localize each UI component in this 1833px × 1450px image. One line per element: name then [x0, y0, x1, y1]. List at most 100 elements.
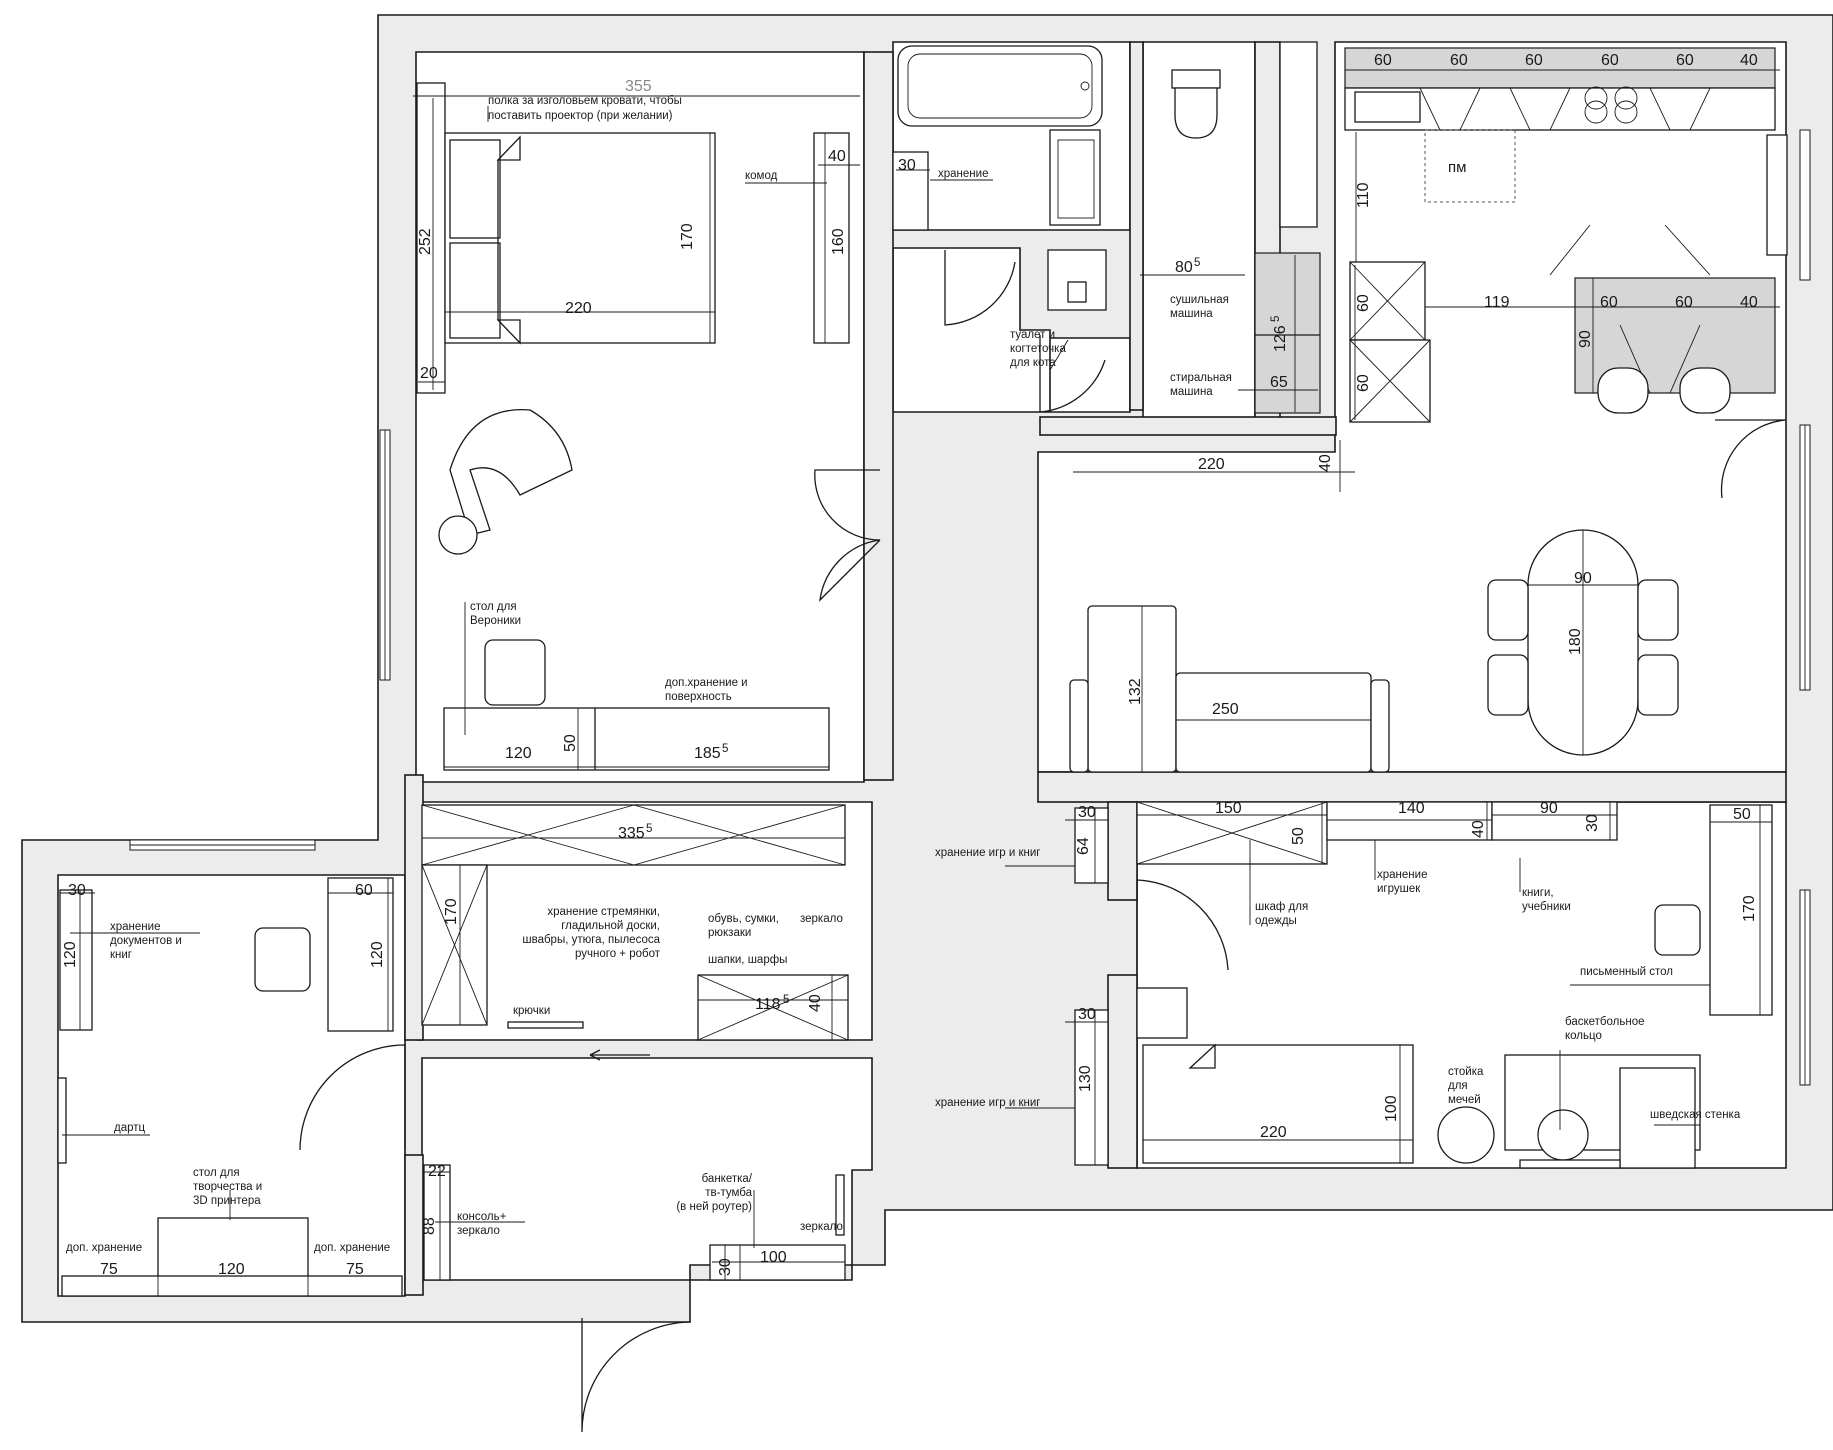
- hooks-rail: [507, 1021, 584, 1029]
- door-toilet: [1039, 335, 1106, 413]
- dim-value: 335: [618, 825, 645, 842]
- dim-value: 40: [1740, 52, 1758, 69]
- inner-wall-2: [1129, 41, 1144, 411]
- dim-value: 60: [1675, 294, 1693, 311]
- dim-value: 132: [1127, 678, 1144, 705]
- creative-label: стол для: [193, 1167, 240, 1179]
- sword-stand: [1437, 1106, 1495, 1164]
- ladder-label: хранение стремянки,: [547, 906, 660, 918]
- dim-value: 40: [1317, 454, 1334, 472]
- dresser: [813, 132, 850, 344]
- docs-label: книг: [110, 949, 132, 961]
- dining-chair: [1487, 654, 1529, 716]
- door-study: [299, 1044, 406, 1151]
- console-label: консоль+: [457, 1211, 507, 1223]
- hooks-label: крючки: [513, 1005, 550, 1017]
- dim-superscript: 5: [783, 994, 789, 1006]
- pillow: [449, 242, 501, 339]
- dining-chair: [1487, 579, 1529, 641]
- bottom-storage: [61, 1275, 403, 1297]
- extra-right-label: доп. хранение: [314, 1242, 390, 1254]
- creative-label: 3D принтера: [193, 1195, 261, 1207]
- dim-value: 90: [1574, 570, 1592, 587]
- dim-value: 30: [717, 1258, 734, 1276]
- washer-label: машина: [1170, 386, 1213, 398]
- basketball-label: кольцо: [1565, 1030, 1602, 1042]
- games-storage-label: хранение игр и книг: [935, 847, 1040, 859]
- door-bath: [944, 250, 1016, 326]
- mirror-bottom-label: зеркало: [800, 1221, 843, 1233]
- dim-value: 60: [1450, 52, 1468, 69]
- swords-label: стойка: [1448, 1066, 1484, 1078]
- door-entrance: [581, 1318, 691, 1433]
- kitchen-side-cabinet: [1766, 134, 1788, 256]
- annotations: полка за изголовьем кровати, чтобы поста…: [66, 95, 1741, 1254]
- wardrobe-label: одежды: [1255, 915, 1297, 927]
- dim-value: 100: [760, 1249, 787, 1266]
- tall-cabinet: [1279, 41, 1318, 228]
- dim-value: 120: [505, 745, 532, 762]
- toilet-label: для кота: [1010, 357, 1056, 369]
- dim-value: 64: [1075, 837, 1092, 855]
- mirror-bottom: [835, 1174, 845, 1236]
- chair: [484, 639, 546, 706]
- writing-desk: [1709, 804, 1773, 1016]
- dim-value: 110: [1355, 182, 1372, 208]
- desk-veronika-label: стол для: [470, 601, 517, 613]
- hob: [1584, 86, 1608, 110]
- books-shelf: [1491, 801, 1618, 841]
- dim-value: 40: [807, 994, 824, 1012]
- toy-storage: [1326, 801, 1493, 841]
- armchair: [449, 409, 573, 536]
- kids-chair: [1654, 904, 1701, 956]
- ladder-label: ручного + робот: [575, 948, 661, 960]
- inner-wall-9: [404, 1154, 424, 1296]
- dim-value: 120: [369, 941, 386, 968]
- dim-value: 60: [1600, 294, 1618, 311]
- sink: [1049, 129, 1101, 226]
- door-kitchen: [1715, 419, 1787, 499]
- dim-superscript: 5: [646, 823, 652, 835]
- dim-superscript: 5: [722, 743, 728, 755]
- dim-value: 220: [1260, 1124, 1287, 1141]
- pillow: [449, 139, 501, 239]
- windows: [129, 129, 1811, 1086]
- swedish-wall-frame: [1619, 1067, 1696, 1169]
- dim-value: 22: [428, 1163, 446, 1180]
- dim-value: 60: [1601, 52, 1619, 69]
- inner-wall-6: [1107, 801, 1138, 901]
- dim-value: 170: [443, 898, 460, 925]
- toys-label: игрушек: [1377, 883, 1421, 895]
- sliding-arrow: [589, 1049, 650, 1061]
- study-chair: [254, 927, 311, 992]
- dim-value: 140: [1398, 800, 1425, 817]
- living: [1069, 529, 1679, 773]
- docs-label: хранение: [110, 921, 160, 933]
- games-shelf-2: [1074, 1009, 1109, 1166]
- dim-value: 185: [694, 745, 721, 762]
- toilet-label: когтеточка: [1010, 343, 1066, 355]
- swords-label: для: [1448, 1080, 1468, 1092]
- dim-value: 355: [625, 78, 652, 95]
- stool: [1597, 367, 1649, 414]
- kids-room: [1074, 801, 1773, 1169]
- basketball-hoop: [1537, 1109, 1589, 1161]
- dryer-label: машина: [1170, 308, 1213, 320]
- dim-value: 119: [1484, 294, 1510, 311]
- dim-value: 180: [1567, 628, 1584, 655]
- doc-storage: [59, 889, 93, 1031]
- dartboard: [57, 1077, 67, 1164]
- window: [1799, 129, 1811, 281]
- shelf-label: полка за изголовьем кровати, чтобы: [488, 95, 682, 107]
- dim-value: 170: [679, 223, 696, 250]
- dining-chair: [1637, 654, 1679, 716]
- swords-label: мечей: [1448, 1094, 1481, 1106]
- study: [57, 877, 403, 1297]
- dim-value: 118: [755, 996, 781, 1013]
- ladder-label: швабры, утюга, пылесоса: [522, 934, 660, 946]
- dim-value: 90: [1577, 330, 1594, 348]
- dim-value: 60: [1525, 52, 1543, 69]
- dim-value: 40: [1740, 294, 1758, 311]
- study-cabinet: [327, 877, 394, 1032]
